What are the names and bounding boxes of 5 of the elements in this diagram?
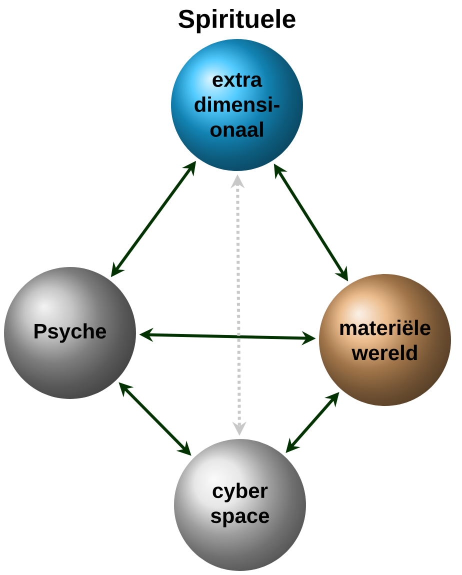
sphere: materiële wereld — [340, 320, 430, 360]
sphere: cyber space — [210, 482, 270, 528]
sphere: Psyche — [34, 323, 106, 343]
arched-label: Spirituele — [178, 9, 296, 34]
sphere: extra dimensi- onaal — [194, 73, 280, 137]
